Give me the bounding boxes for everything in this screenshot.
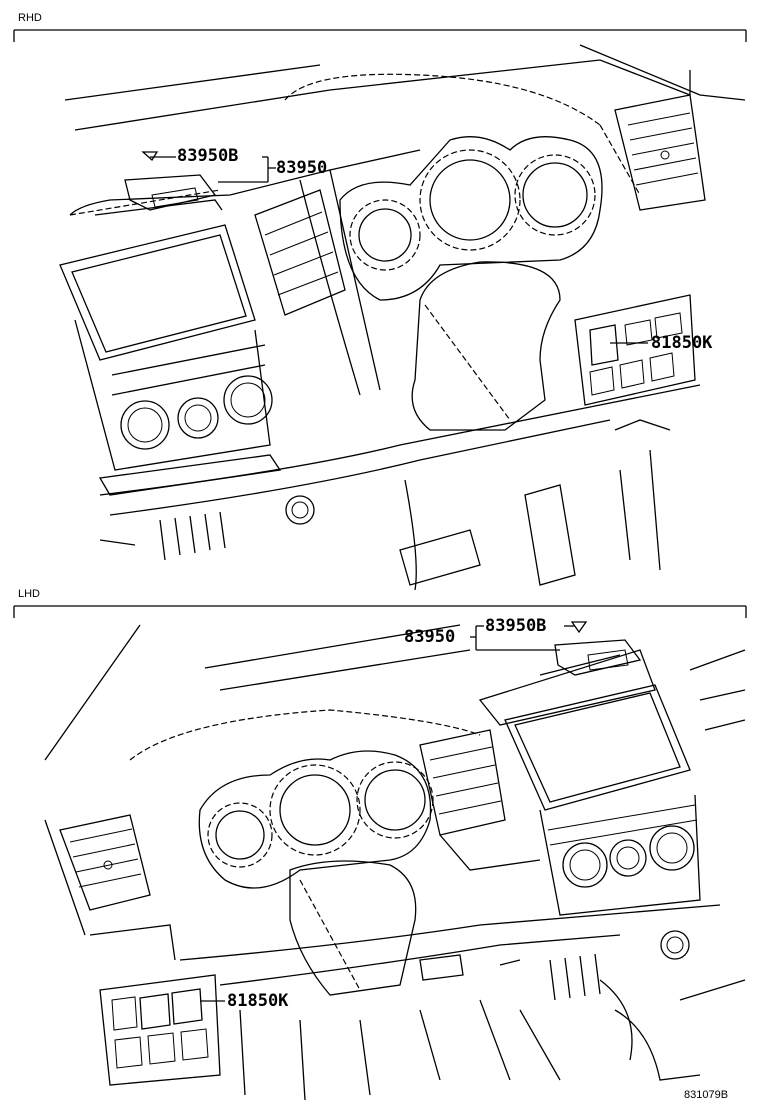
part-label-83950[interactable]: 83950 (404, 627, 456, 647)
lhd-section-frame (13, 605, 747, 618)
part-label-83950[interactable]: 83950 (276, 158, 328, 178)
rhd-dashboard-illustration (59, 44, 746, 591)
rhd-section-frame (13, 29, 747, 42)
lhd-dashboard-illustration (44, 621, 746, 1101)
part-label-81850K[interactable]: 81850K (651, 333, 713, 353)
part-label-83950B[interactable]: 83950B (485, 616, 547, 636)
rhd-leader-lines (150, 156, 648, 344)
lhd-leader-lines (200, 625, 575, 1002)
part-label-81850K[interactable]: 81850K (227, 991, 289, 1011)
lhd-section-header: LHD (18, 588, 41, 600)
figure-code: 831079B (684, 1089, 729, 1101)
rhd-section-header: RHD (18, 12, 42, 24)
part-label-83950B[interactable]: 83950B (177, 146, 239, 166)
